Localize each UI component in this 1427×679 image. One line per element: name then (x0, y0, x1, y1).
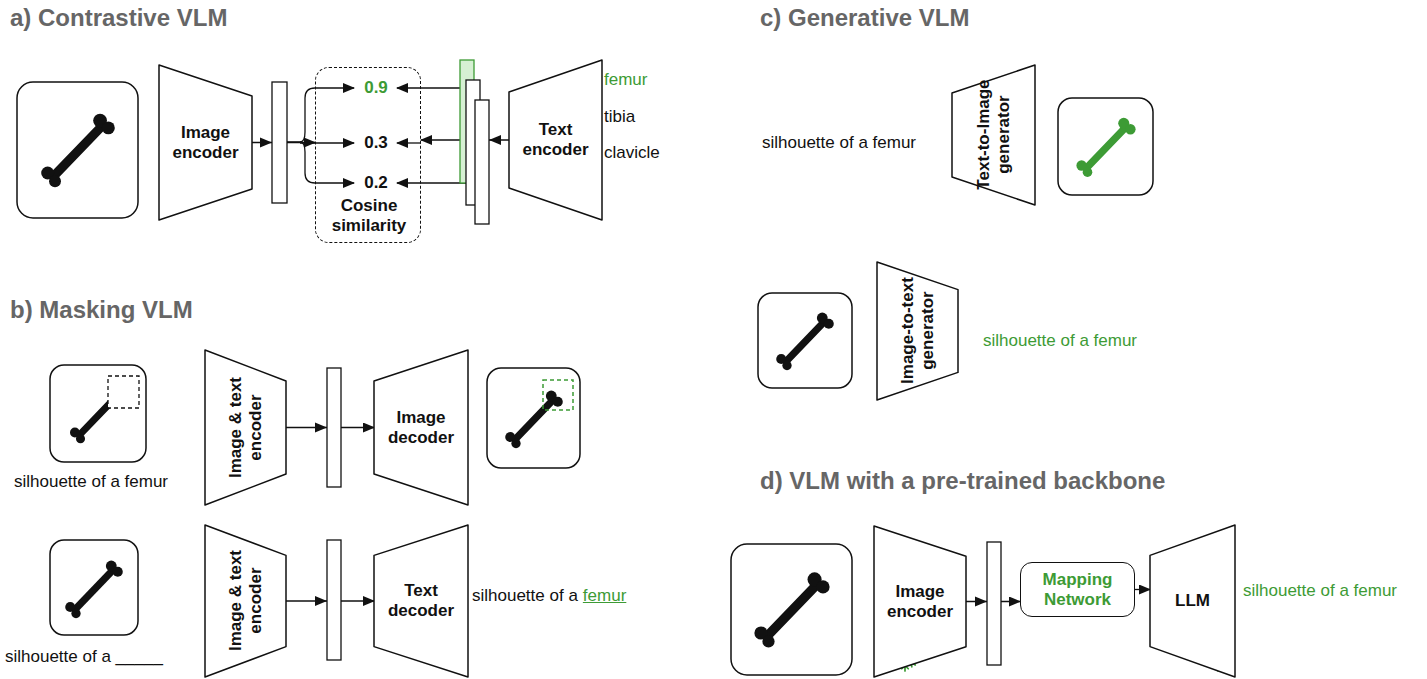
bone-silhouette (65, 561, 123, 619)
similarity-score: 0.3 (356, 133, 396, 153)
panel-title: d) VLM with a pre-trained backbone (760, 467, 1165, 496)
bone-silhouette (41, 114, 115, 188)
embedding-bar (327, 540, 341, 660)
caption-text: silhouette of a femur (14, 472, 168, 492)
trapezoid (205, 350, 286, 505)
model-block: LLM (1150, 525, 1235, 677)
arrowhead (315, 423, 327, 433)
image-frame (487, 368, 580, 468)
image-frame (758, 293, 852, 388)
model-block: Image decoder (374, 350, 468, 505)
bone-silhouette (1076, 118, 1135, 177)
caption-text: silhouette of a _____ (5, 647, 163, 667)
caption-text: tibia (604, 107, 635, 127)
block-label: Text decoder (374, 581, 468, 620)
trapezoid (874, 526, 966, 677)
trapezoid (205, 525, 286, 677)
embedding-bar (327, 368, 341, 487)
image-frame (50, 540, 138, 635)
model-block: Text encoder (509, 60, 602, 220)
panel-title: c) Generative VLM (760, 4, 969, 33)
caption-text: femur (583, 586, 626, 606)
embedding-bar (272, 82, 287, 203)
box-label: Cosine similarity (319, 196, 419, 235)
panel-title: a) Contrastive VLM (10, 4, 227, 33)
trapezoid (1150, 525, 1235, 677)
trapezoid (374, 525, 468, 677)
model-block: Image-to-text generator (877, 262, 958, 400)
similarity-score: 0.2 (356, 173, 396, 193)
caption-text: femur (604, 70, 647, 90)
embedding-bar (987, 542, 1001, 665)
block-label: Image encoder (159, 123, 252, 162)
mapping-box: Mapping Network (1020, 562, 1135, 617)
trapezoid (159, 65, 252, 220)
bone-silhouette (754, 572, 829, 647)
caption-text: silhouette of a (472, 586, 578, 606)
white-mask (108, 376, 139, 408)
block-label: Text-to-Image generator (974, 77, 1013, 193)
mask-box (108, 376, 139, 408)
image-frame (1058, 98, 1153, 195)
caption-text: clavicle (604, 143, 660, 163)
arrowhead (975, 597, 987, 607)
caption-text: silhouette of a femur (983, 331, 1137, 351)
similarity-score: 0.9 (356, 78, 396, 98)
trapezoid (509, 60, 602, 220)
image-frame (17, 82, 138, 218)
block-label: LLM (1175, 591, 1210, 611)
arrowhead (260, 138, 272, 148)
trapezoid (952, 65, 1035, 205)
model-block: Image encoder (874, 526, 966, 677)
model-block: Text-to-Image generator (952, 65, 1035, 205)
model-block: Image encoder (159, 65, 252, 220)
similarity-box: 0.9 0.3 0.2Cosine similarity (315, 67, 421, 243)
model-block: Text decoder (374, 525, 468, 677)
arrowhead (315, 596, 327, 606)
block-label: Image decoder (374, 408, 468, 447)
bone-silhouette (776, 313, 834, 371)
flow-arrow (1135, 589, 1150, 590)
image-frame (731, 544, 852, 675)
block-label: Image & text encoder (226, 537, 265, 665)
model-block: Image & text encoder (205, 350, 286, 505)
embedding-bar (475, 100, 489, 224)
arrowhead (489, 135, 501, 145)
trapezoid (374, 350, 468, 505)
block-label: Text encoder (509, 120, 602, 159)
reconstructed-box (543, 380, 573, 410)
block-label: Mapping Network (1021, 570, 1134, 609)
caption-text: silhouette of a femur (762, 133, 916, 153)
bone-silhouette (505, 391, 563, 449)
block-label: Image-to-text generator (898, 274, 937, 388)
caption-text: silhouette of a femur (1243, 581, 1397, 601)
image-frame (50, 365, 146, 462)
panel-title: b) Masking VLM (10, 296, 193, 325)
block-label: Image encoder (874, 582, 966, 621)
trapezoid (877, 262, 958, 400)
block-label: Image & text encoder (226, 362, 265, 493)
model-block: Image & text encoder (205, 525, 286, 677)
